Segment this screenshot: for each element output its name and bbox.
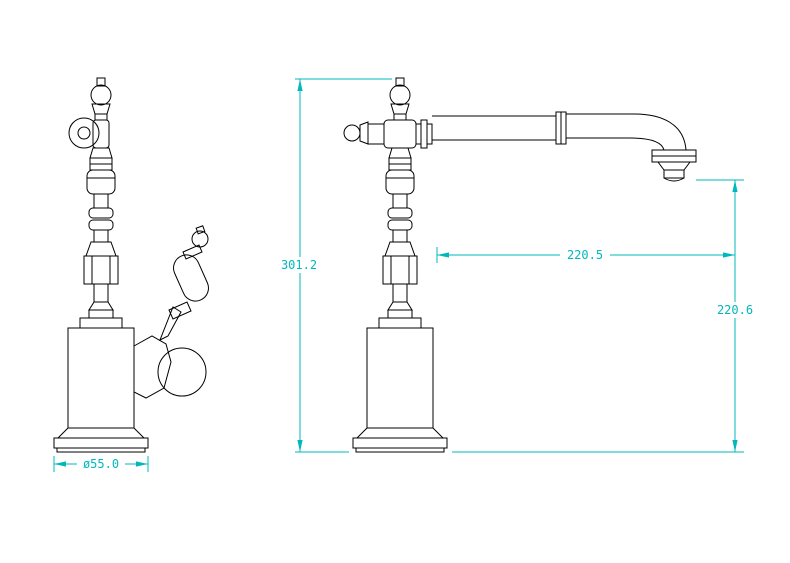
dim-text-base-diameter: ø55.0 (83, 457, 119, 471)
faucet-front-finial (389, 77, 411, 121)
arrowhead (437, 252, 449, 258)
faucet-side-column (53, 147, 149, 453)
faucet-front-view (343, 77, 697, 453)
faucet-front-tee (343, 119, 433, 149)
arrowhead (732, 180, 738, 192)
dim-text-outlet-height: 220.6 (717, 303, 753, 317)
arrowhead (723, 252, 735, 258)
faucet-spout (432, 111, 687, 151)
faucet-side-finial (90, 77, 112, 149)
dim-text-spout-reach: 220.5 (567, 248, 603, 262)
dimension-spout-reach: 220.5 (436, 247, 735, 263)
dimension-base-diameter: ø55.0 (53, 456, 149, 472)
arrowhead (732, 440, 738, 452)
faucet-side-view (53, 77, 209, 453)
arrowhead (297, 79, 303, 91)
faucet-spout-outlet (651, 149, 697, 182)
arrowhead (297, 440, 303, 452)
arrowhead (136, 461, 148, 467)
arrowhead (54, 461, 66, 467)
dim-text-overall-height: 301.2 (281, 258, 317, 272)
faucet-front-column (352, 147, 448, 453)
faucet-handle (133, 225, 209, 399)
dimension-outlet-height: 220.6 (452, 179, 760, 453)
dimension-overall-height: 301.2 (276, 78, 392, 453)
faucet-side-spout-ring (68, 117, 100, 149)
